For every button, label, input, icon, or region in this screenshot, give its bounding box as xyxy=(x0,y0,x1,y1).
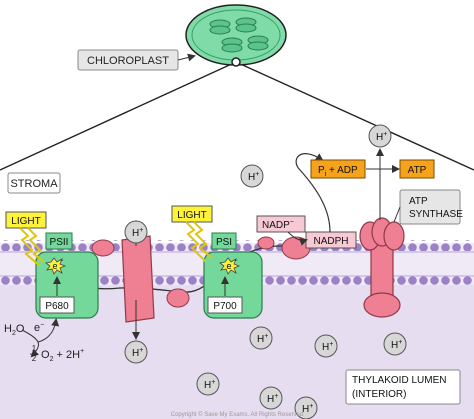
svg-text:STROMA: STROMA xyxy=(10,178,58,190)
ferredoxin xyxy=(257,236,275,250)
svg-text:H+: H+ xyxy=(248,171,259,183)
svg-text:e−: e− xyxy=(34,322,44,334)
water-splitting: H2O e− 1 2 O2 + 2H+ xyxy=(4,318,84,363)
copyright-text: Copyright © Save My Exams. All Rights Re… xyxy=(171,411,303,418)
atp-synthase xyxy=(359,217,405,318)
h-plus-ion: H+ xyxy=(249,326,273,350)
svg-text:PSII: PSII xyxy=(50,237,69,248)
plastoquinone-carrier xyxy=(91,239,115,257)
cytochrome-complex xyxy=(121,235,155,323)
svg-text:NADPH: NADPH xyxy=(313,236,348,247)
electron-star-2: e − xyxy=(219,257,241,275)
svg-text:e: e xyxy=(52,261,57,271)
plastocyanin-carrier xyxy=(166,288,190,308)
atp-synthase-label: ATP SYNTHASE xyxy=(393,189,463,225)
svg-text:P680: P680 xyxy=(45,301,69,312)
svg-text:LIGHT: LIGHT xyxy=(11,216,40,227)
h-plus-ion: H+ xyxy=(240,164,264,188)
svg-text:H+: H+ xyxy=(302,403,313,415)
atp-box: ATP xyxy=(399,159,435,179)
light-bolt-2 xyxy=(185,221,213,263)
svg-text:e: e xyxy=(226,261,231,271)
svg-text:PSI: PSI xyxy=(216,237,232,248)
h-plus-ion: H+ xyxy=(196,372,220,396)
h-plus-ion: H+ xyxy=(294,396,318,419)
h-plus-ion: H+ xyxy=(383,332,407,356)
svg-text:−: − xyxy=(60,258,64,264)
h-plus-ion: H+ xyxy=(124,340,148,364)
svg-text:Pi + ADP: Pi + ADP xyxy=(318,165,358,178)
h-plus-ion: H+ xyxy=(259,386,283,410)
nadp-arrow xyxy=(287,231,308,246)
svg-text:ATP: ATP xyxy=(409,196,428,207)
svg-text:O2 + 2H+: O2 + 2H+ xyxy=(41,348,84,363)
h-plus-ion: H+ xyxy=(124,220,148,244)
svg-text:H+: H+ xyxy=(257,333,268,345)
svg-text:H2O: H2O xyxy=(4,323,25,337)
svg-text:CHLOROPLAST: CHLOROPLAST xyxy=(87,55,169,67)
svg-text:H+: H+ xyxy=(132,347,143,359)
thylakoid-lumen-label: THYLAKOID LUMEN (INTERIOR) xyxy=(345,369,461,405)
svg-text:−: − xyxy=(234,258,238,264)
light-label-1: LIGHT xyxy=(5,211,47,229)
svg-text:H+: H+ xyxy=(132,227,143,239)
nadph-box: NADPH xyxy=(305,231,357,249)
svg-text:ATP: ATP xyxy=(408,165,427,176)
svg-text:H+: H+ xyxy=(376,131,387,143)
svg-text:H+: H+ xyxy=(204,379,215,391)
nadp-plus-box: NADP− xyxy=(256,215,306,233)
svg-text:LIGHT: LIGHT xyxy=(177,210,206,221)
pi-adp-box: Pi + ADP xyxy=(310,159,366,179)
svg-text:P700: P700 xyxy=(213,301,237,312)
svg-text:(INTERIOR): (INTERIOR) xyxy=(352,389,406,400)
stroma-label: STROMA xyxy=(7,172,61,194)
svg-text:1: 1 xyxy=(32,344,37,353)
calvin-arrow xyxy=(295,153,331,233)
svg-text:H+: H+ xyxy=(322,341,333,353)
h-plus-ion: H+ xyxy=(368,124,392,148)
svg-text:H+: H+ xyxy=(391,339,402,351)
hydrogen-ions: H+ H+ H+ H+ H+ H+ H+ H+ H+ H+ xyxy=(124,124,407,419)
svg-text:H+: H+ xyxy=(267,393,278,405)
chloroplast-label: CHLOROPLAST xyxy=(77,49,196,71)
svg-text:SYNTHASE: SYNTHASE xyxy=(409,209,463,220)
svg-text:THYLAKOID LUMEN: THYLAKOID LUMEN xyxy=(352,375,446,386)
light-bolt-1 xyxy=(19,227,45,267)
h-plus-ion: H+ xyxy=(314,334,338,358)
svg-text:2: 2 xyxy=(32,354,37,363)
photosystem-i: PSI P700 xyxy=(203,232,263,319)
light-label-2: LIGHT xyxy=(171,205,213,223)
chloroplast-illustration xyxy=(185,4,287,67)
svg-text:NADP−: NADP− xyxy=(262,219,294,231)
electron-star-1: e − xyxy=(45,257,67,275)
zoom-lines xyxy=(0,61,474,171)
